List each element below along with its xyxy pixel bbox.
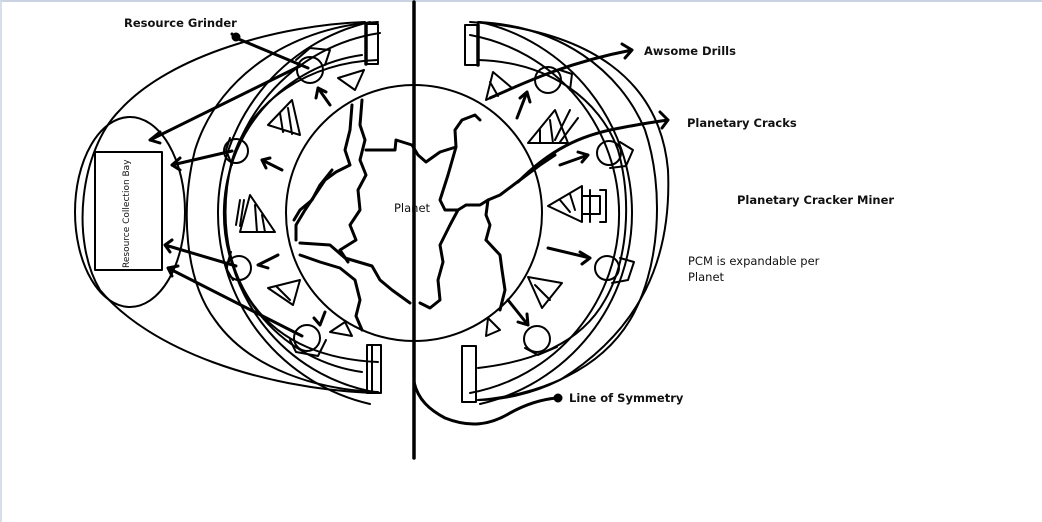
arrow-right-3 [546,246,592,266]
awesome-drills-label: Awsome Drills [644,44,736,58]
line-of-symmetry-label: Line of Symmetry [569,391,684,405]
arrow-to-bay-4 [166,264,304,338]
arrow-to-grinder-label [230,32,310,70]
crack-3 [364,113,482,164]
resource-collection-bay-label: Resource Collection Bay [122,159,132,268]
arrow-to-bay-2 [170,149,234,172]
diagram-title: Planetary Cracker Miner [737,193,895,207]
expandable-note: PCM is expandable per Planet [688,254,820,284]
outer-band-left-2 [224,59,379,363]
drill-left-2 [239,194,276,233]
arrow-to-bay-1 [148,64,302,145]
grinder-left-top [296,56,324,84]
outer-band-right-2 [477,59,628,369]
crack-9 [486,153,557,202]
drill-left-4 [329,321,353,337]
arrow-to-drills-label [488,42,634,100]
grinder-right-upper [596,140,622,166]
crack-6 [298,253,364,332]
planetary-cracks-label: Planetary Cracks [687,116,797,130]
symmetry-pointer [412,380,559,426]
crack-5 [298,241,412,305]
grinder-left-bottom [293,324,321,352]
crack-7 [418,208,460,310]
arrow-right-2 [558,150,590,167]
grinder-right-lower [594,255,620,281]
end-cap-top-left [365,23,379,65]
drill-right-5 [485,317,501,337]
crack-2 [294,103,354,242]
resource-collection-bay [94,151,163,271]
arrow-right-1 [515,90,532,120]
crack-10 [292,168,334,222]
outer-shell-left [81,21,373,394]
end-cap-bottom-right [461,345,477,403]
arrow-to-bay-3 [163,238,238,268]
drill-left-1 [267,99,301,136]
crack-4 [438,145,492,242]
crack-1 [338,98,368,264]
collection-bay-enclosure [74,116,186,308]
end-cap-top-right [464,24,479,66]
arrow-inward-1 [314,86,332,107]
arrow-inward-2 [260,156,284,172]
grinder-right-bottom [523,325,551,353]
outer-shell-right [469,21,670,401]
grinder-left-upper [223,138,249,164]
arrow-inward-3 [256,253,280,270]
planet-label: Planet [394,201,431,215]
middle-ring-right [479,21,634,405]
crack-8 [484,238,507,312]
arrow-to-cracks-label [516,110,670,184]
inner-ring-right [469,34,621,394]
resource-grinder-label: Resource Grinder [124,16,237,30]
outer-band-right [477,21,658,401]
drill-left-3 [267,279,301,306]
drill-left-5 [337,69,365,91]
end-cap-bottom-left [366,344,382,394]
planet [285,84,543,342]
drill-right-4 [527,276,563,309]
arrow-right-4 [506,298,530,327]
middle-ring-left [216,21,371,405]
drill-right-3 [547,185,583,223]
drill-right-1 [485,71,513,101]
outer-band-left [185,21,379,393]
symmetry-pointer-dot [553,393,563,403]
arrow-inward-4 [312,310,327,327]
